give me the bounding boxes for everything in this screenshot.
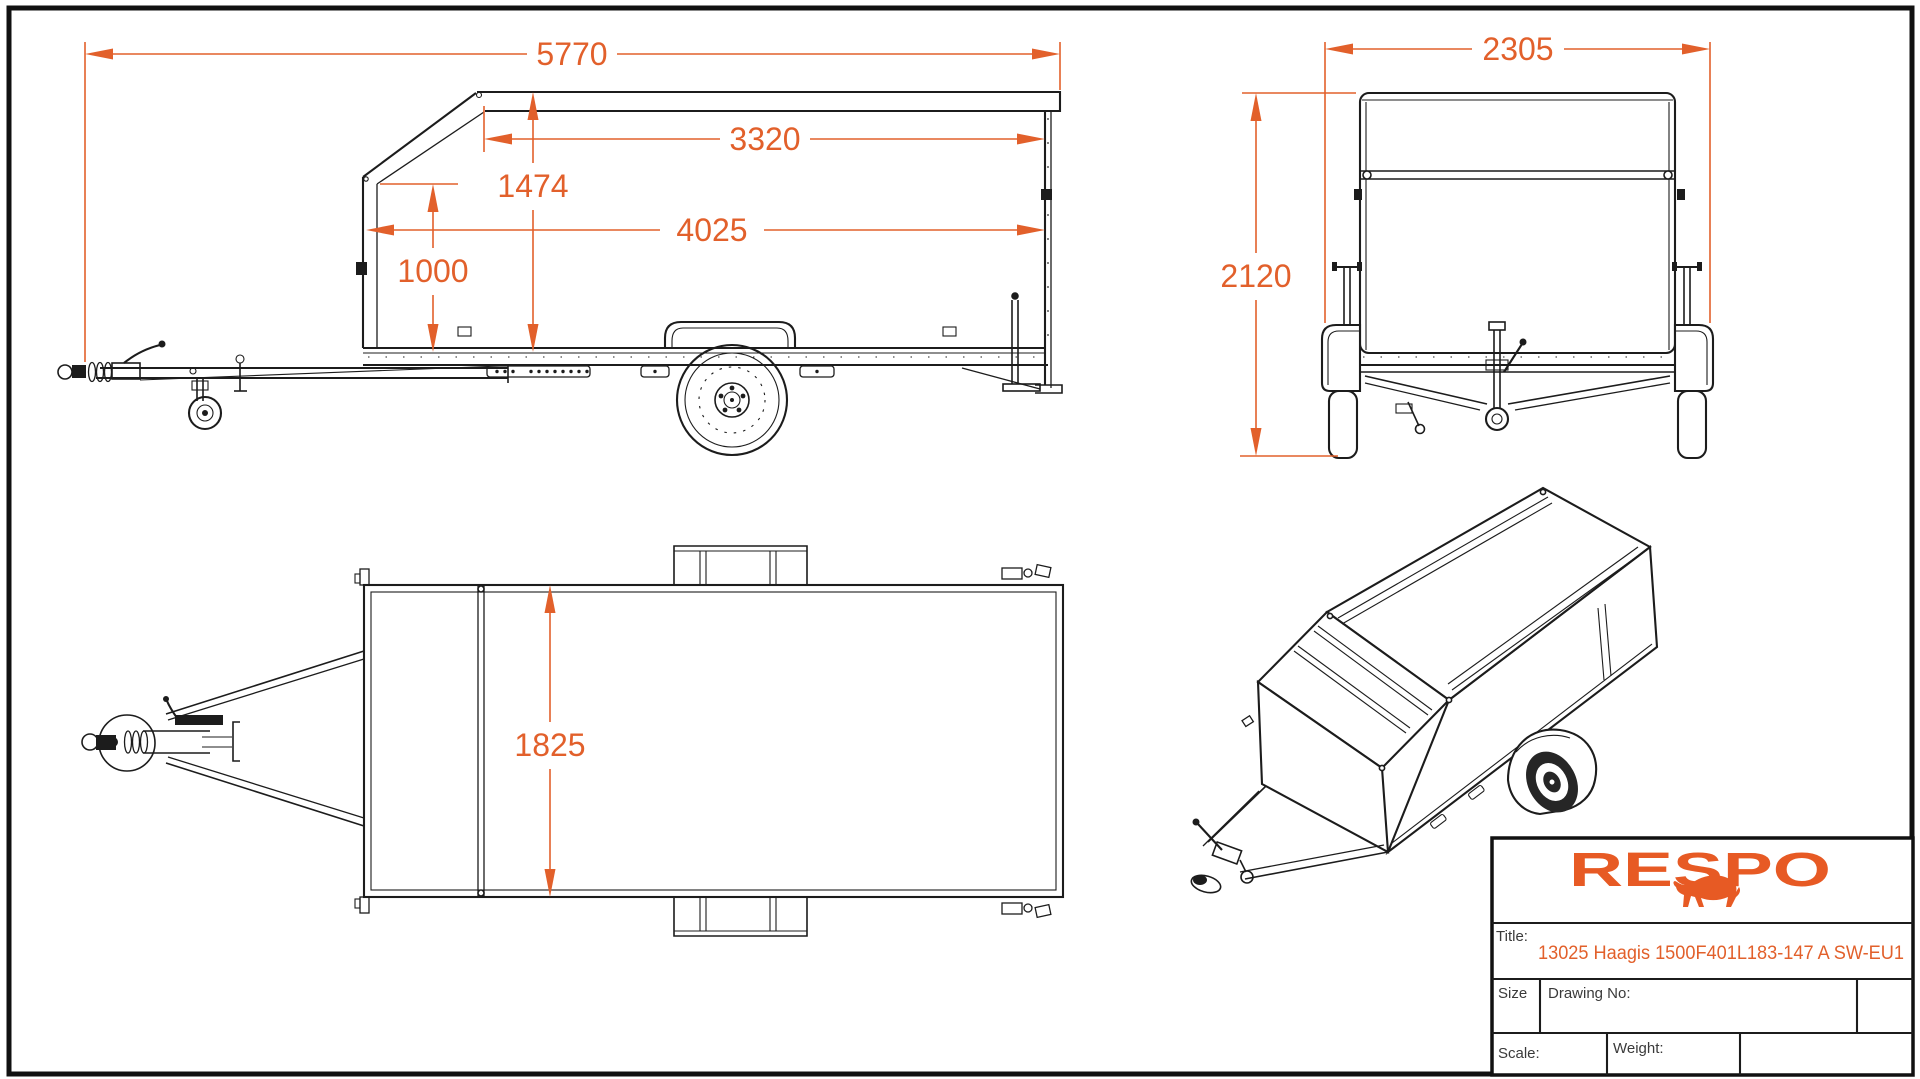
side-fender: [663, 320, 797, 348]
side-dimensions: 5770 3320 1474 4025 10: [84, 36, 1061, 362]
top-rear-corner-fittings: [1001, 563, 1052, 919]
iso-fender-wheel: [1506, 728, 1598, 816]
rear-corner-steadies: [1332, 262, 1702, 324]
dim-body-length: 4025: [676, 212, 747, 248]
dim-inner-height-front: 1000: [397, 253, 468, 289]
dim-overall-length: 5770: [536, 36, 607, 72]
rear-view: 2305 2120: [1220, 31, 1715, 460]
respo-bull-icon: [1673, 875, 1740, 907]
top-coupling: [81, 696, 240, 772]
rear-latch: [1041, 189, 1052, 200]
weight-label: Weight:: [1613, 1040, 1664, 1057]
dim-overall-width: 2305: [1482, 31, 1553, 67]
drawing-no-label: Drawing No:: [1548, 985, 1631, 1002]
handbrake-knob: [158, 340, 166, 348]
rear-handbrake: [1503, 343, 1523, 373]
top-hatch-front: [673, 545, 808, 585]
title-block: RESPO Title: 13025 Haagis 1500F401L183-1…: [1490, 836, 1915, 1077]
scale-label: Scale:: [1498, 1045, 1540, 1062]
rear-fenders: [1320, 323, 1715, 393]
title-value: 13025 Haagis 1500F401L183-147 A SW-EU1: [1538, 943, 1904, 964]
side-prop-jack: [234, 354, 247, 392]
rear-dimensions: 2305 2120: [1220, 31, 1711, 457]
rear-wheel-right: [1676, 389, 1708, 460]
side-view: 5770 3320 1474 4025 10: [57, 36, 1063, 457]
side-wheel: [675, 343, 789, 457]
side-drawbar: [96, 364, 509, 383]
front-latch: [356, 262, 367, 275]
rear-jockey-wheel: [1484, 321, 1510, 432]
iso-drawbar: [1190, 785, 1389, 894]
top-dimensions: 1825: [514, 585, 586, 897]
top-hatch-rear: [673, 897, 808, 937]
side-jockey-wheel: [187, 367, 223, 431]
top-drawbar: [165, 650, 365, 827]
side-coupling: [57, 340, 166, 383]
drawing-border: [6, 5, 1915, 1077]
top-view: 1825: [81, 545, 1065, 937]
side-skirts: [486, 365, 835, 378]
side-corner-steady: [961, 292, 1041, 392]
size-label: Size: [1498, 985, 1527, 1002]
dim-inner-height-rear: 1474: [497, 168, 568, 204]
isometric-view: [1190, 486, 1659, 894]
title-label: Title:: [1496, 928, 1528, 945]
dim-roof-length: 3320: [729, 121, 800, 157]
dim-overall-height: 2120: [1220, 258, 1291, 294]
rear-wheel-left: [1327, 389, 1359, 460]
dim-inner-width: 1825: [514, 727, 585, 763]
